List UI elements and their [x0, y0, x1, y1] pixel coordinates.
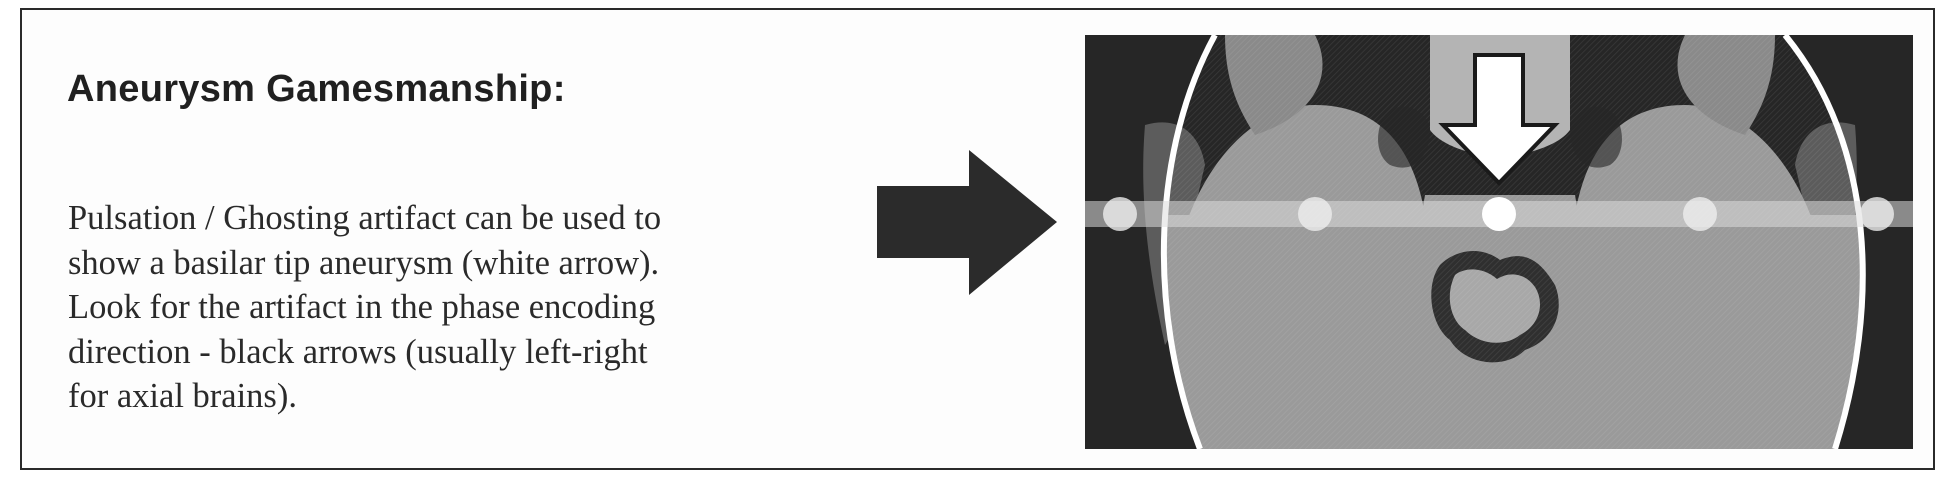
ghost-dot [1103, 197, 1137, 231]
description-line-2: show a basilar tip aneurysm (white arrow… [68, 243, 660, 282]
clivus-shadow-right [1570, 106, 1622, 168]
description-line-1: Pulsation / Ghosting artifact can be use… [68, 199, 662, 237]
white-arrow-icon [1438, 53, 1560, 186]
mri-axial-figure [1085, 35, 1913, 449]
description-line-5: for axial brains). [68, 377, 297, 415]
pointer-arrow-icon [877, 150, 1057, 295]
ghost-dot [1860, 197, 1894, 231]
panel-description: Pulsation / Ghosting artifact can be use… [68, 196, 888, 419]
description-line-4: direction - black arrows (usually left-r… [68, 332, 648, 371]
ghost-dot [1298, 197, 1332, 231]
ghost-dot [1683, 197, 1717, 231]
description-line-3: Look for the artifact in the phase encod… [68, 288, 656, 326]
clivus-shadow [1378, 106, 1430, 168]
skull-outline-left [1160, 35, 1218, 449]
panel-title: Aneurysm Gamesmanship: [67, 68, 566, 110]
skull-outline-right [1782, 35, 1866, 449]
aneurysm-dot [1482, 197, 1516, 231]
